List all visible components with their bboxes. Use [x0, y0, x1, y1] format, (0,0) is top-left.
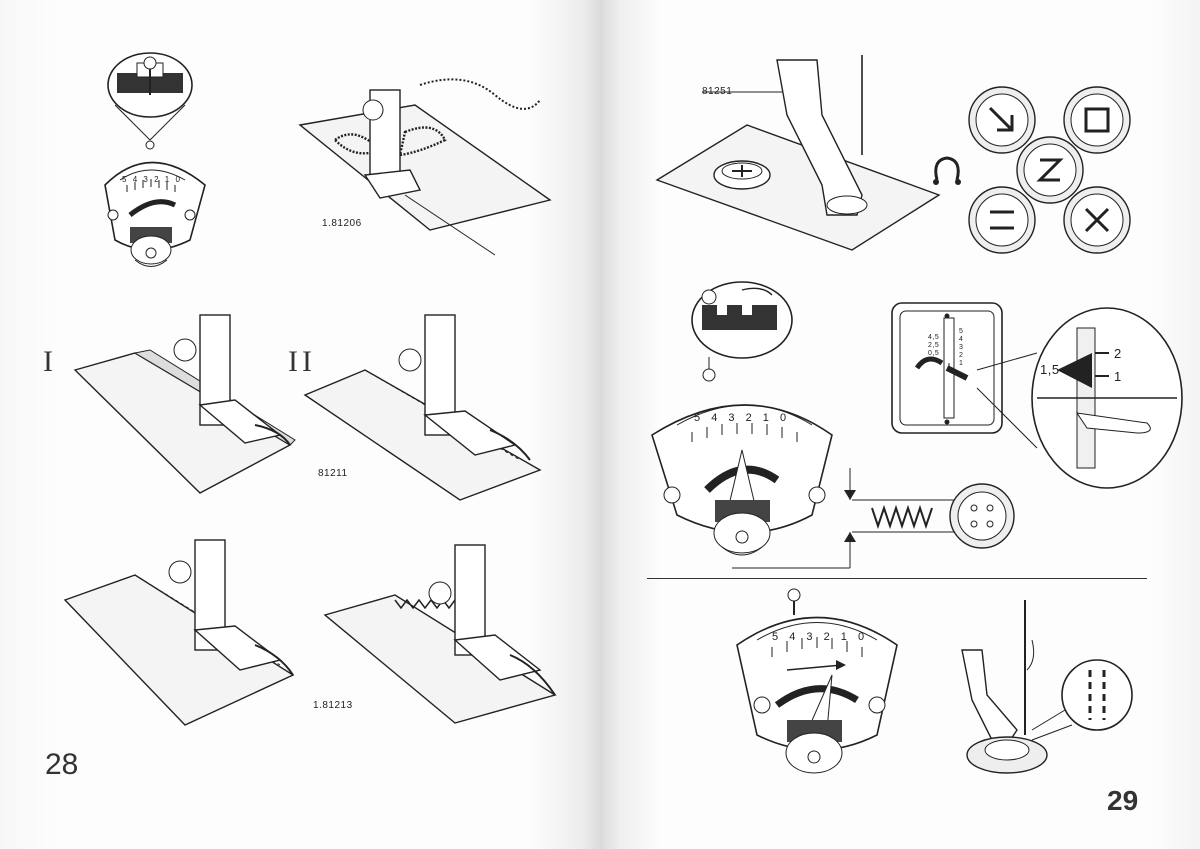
- button-diagonal-arrow: [968, 86, 1036, 154]
- foot-label-1-81213: 1.81213: [313, 700, 353, 711]
- plate-tick-2: 2: [959, 352, 964, 359]
- button-stitch-patterns: [968, 86, 1131, 254]
- section-divider: [647, 578, 1147, 579]
- roman-numeral-one: I: [43, 345, 57, 378]
- dial-tick-3: 3: [806, 631, 817, 643]
- stitch-width-dial-illustration: [104, 52, 206, 267]
- hem-fold-two-illustration: [303, 314, 542, 501]
- dial-tick-4: 4: [789, 631, 800, 643]
- foot-label-1-81206: 1.81206: [322, 218, 362, 229]
- foot-needle-zoom-illustration: [961, 600, 1133, 774]
- zigzag-width-diagram: [732, 468, 1015, 569]
- dial-scale-right-bottom: 5 4 3 2 1 0: [772, 631, 868, 643]
- button-square: [1063, 86, 1131, 154]
- dial-tick-0: 0: [779, 412, 791, 424]
- roman-numeral-two: II: [288, 345, 316, 378]
- button-parallel: [968, 186, 1036, 254]
- foot-label-81211: 81211: [318, 468, 348, 479]
- hem-fold-one-illustration: [73, 314, 296, 494]
- stitch-length-plate: [891, 302, 1183, 489]
- dial-tick-5: 5: [122, 175, 129, 184]
- dial-tick-2: 2: [154, 175, 161, 184]
- stitch-width-dial-bottom: [736, 588, 898, 774]
- plate-tick-4-5: 4,5: [928, 334, 940, 341]
- dial-tick-4: 4: [132, 175, 140, 184]
- dial-tick-4: 4: [711, 412, 722, 424]
- page-28: 5 4 3 2 1 0 1.81206 I II: [0, 0, 602, 849]
- page-number-28: 28: [45, 748, 79, 781]
- plate-tick-3: 3: [959, 344, 964, 351]
- plate-scale-right: 5 4 3 2 1: [959, 328, 969, 368]
- plate-scale-left: 4,5 2,5 0,5: [928, 334, 946, 358]
- zigzag-hem-illustration: [323, 544, 557, 724]
- dial-tick-2: 2: [823, 631, 834, 643]
- plate-tick-1: 1: [959, 360, 964, 367]
- dial-tick-1: 1: [840, 631, 851, 643]
- dial-tick-5: 5: [694, 412, 705, 424]
- button-z: [1016, 136, 1084, 204]
- dial-tick-0: 0: [857, 631, 869, 643]
- plate-tick-2-5: 2,5: [928, 342, 940, 349]
- embroidery-leaf-illustration: [298, 78, 552, 256]
- dial-scale-right-top: 5 4 3 2 1 0: [694, 412, 790, 424]
- dial-tick-1: 1: [762, 412, 773, 424]
- button-sewing-foot-illustration: [655, 55, 941, 251]
- plate-tick-4: 4: [959, 336, 964, 343]
- dial-tick-0: 0: [175, 175, 182, 184]
- plate-tick-0-5: 0,5: [928, 350, 940, 357]
- zoom-label-1-5: 1,5: [1040, 362, 1060, 377]
- foot-label-81251: 81251: [702, 86, 733, 97]
- button-cross: [1063, 186, 1131, 254]
- dial-tick-5: 5: [772, 631, 783, 643]
- horseshoe-icon: [933, 156, 961, 185]
- page-number-29: 29: [1107, 785, 1139, 816]
- dial-scale-left: 5 4 3 2 1 0: [122, 175, 182, 184]
- dial-tick-2: 2: [745, 412, 756, 424]
- stitch-width-dial-large: [651, 281, 833, 556]
- dial-tick-1: 1: [164, 175, 172, 184]
- plate-tick-5: 5: [959, 328, 964, 335]
- rolled-hem-illustration: [63, 539, 295, 726]
- dial-tick-3: 3: [728, 412, 739, 424]
- zoom-label-1: 1: [1114, 369, 1122, 384]
- zoom-label-2: 2: [1114, 346, 1122, 361]
- dial-tick-3: 3: [143, 175, 150, 184]
- page-29: 81251: [602, 0, 1200, 849]
